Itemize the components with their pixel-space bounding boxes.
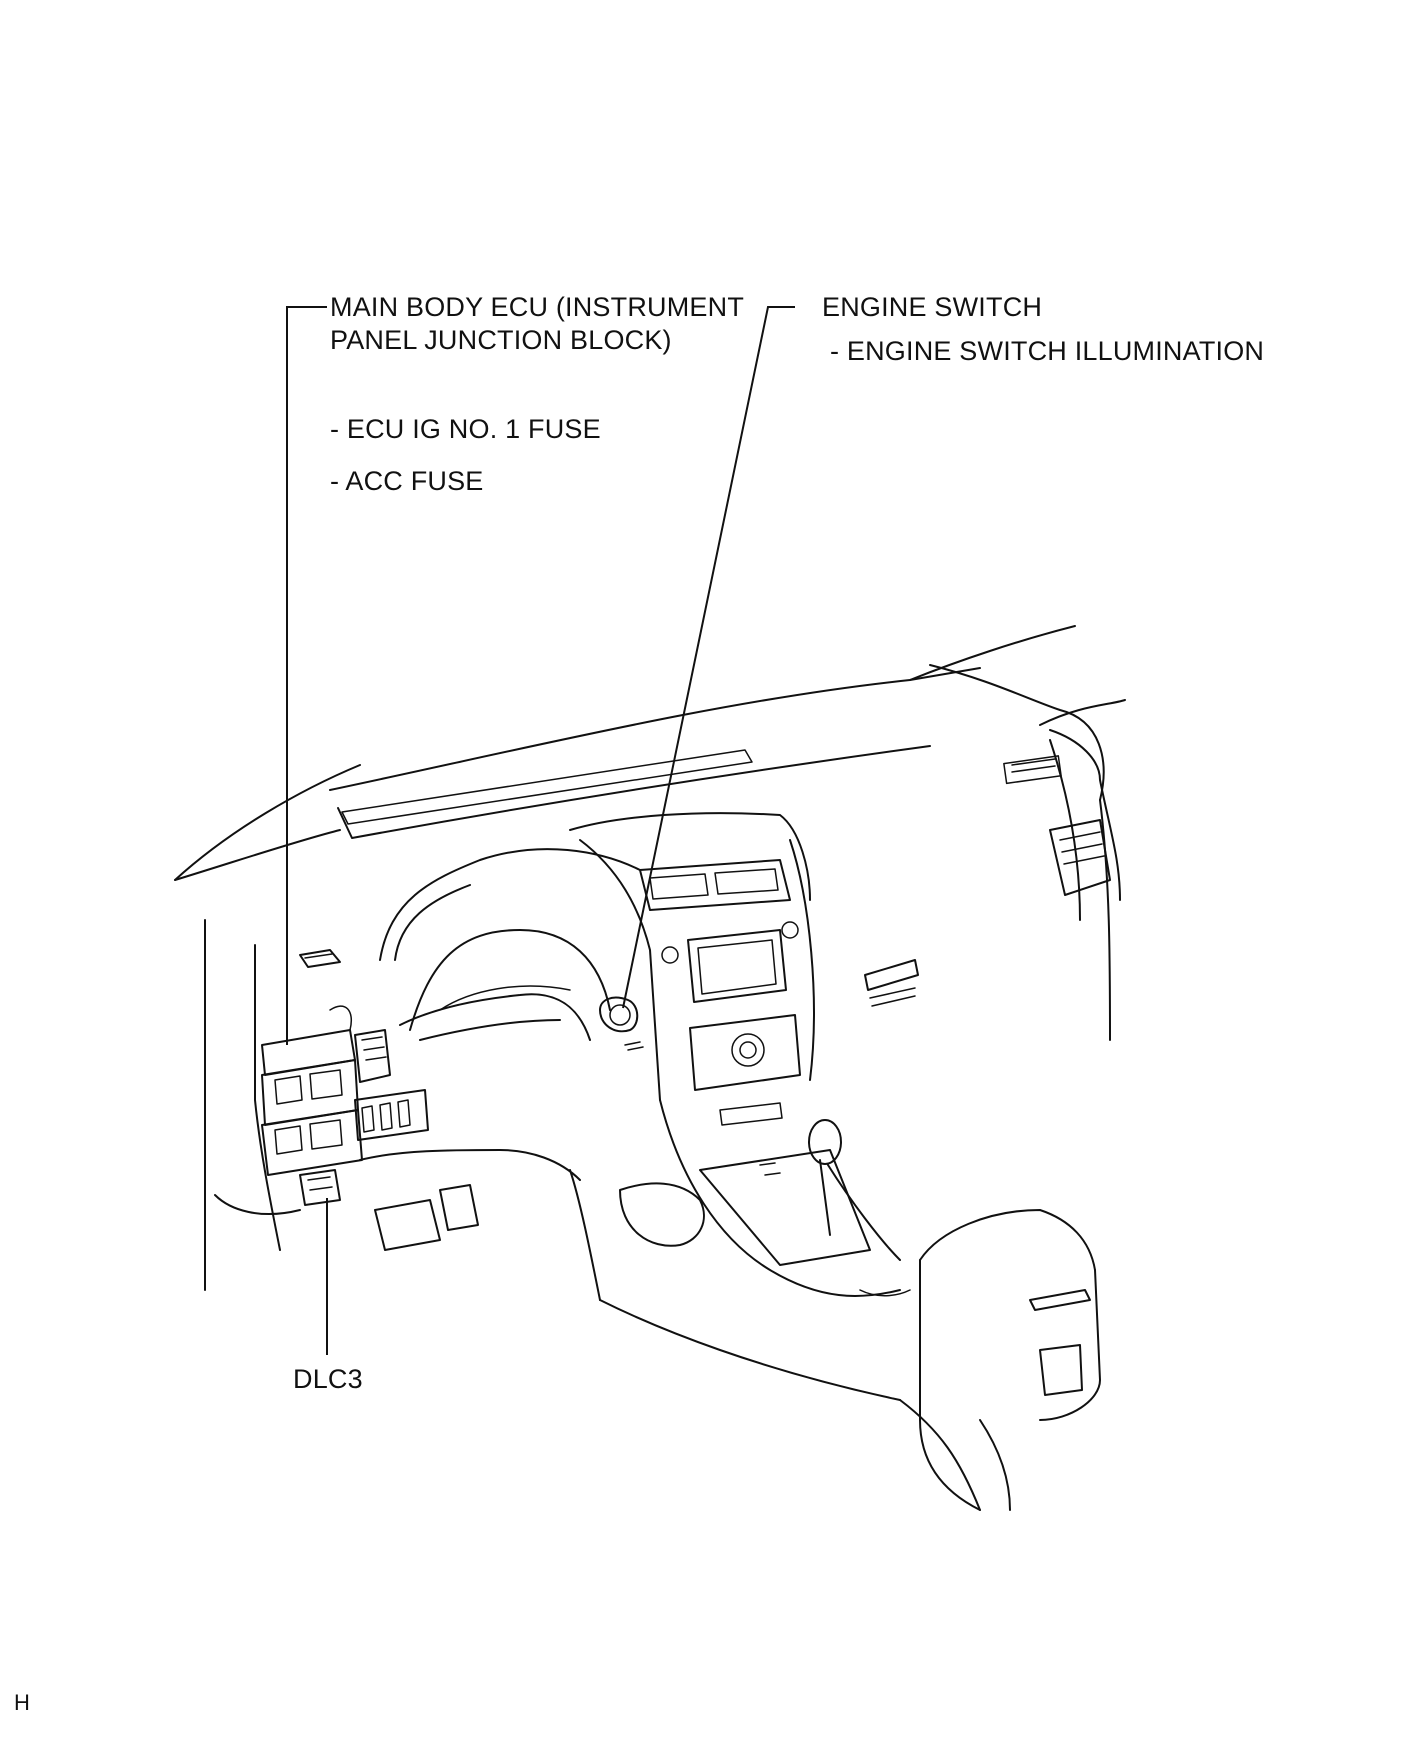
lower-panel: [359, 1149, 705, 1301]
engine-switch-label: ENGINE SWITCH: [822, 292, 1043, 322]
main-body-ecu-label-line2: PANEL JUNCTION BLOCK): [330, 325, 672, 355]
engine-switch-leader: [622, 306, 795, 1009]
dlc3-label: DLC3: [293, 1364, 363, 1394]
main-body-ecu-leader: [286, 306, 327, 1045]
junction-block: [204, 919, 429, 1291]
console-shifter: [599, 1099, 1101, 1511]
engine-switch-body: [599, 996, 644, 1051]
dashboard-outline: [174, 625, 1126, 1041]
passenger-vents: [864, 755, 1111, 1007]
engine-switch-illumination-label: - ENGINE SWITCH ILLUMINATION: [830, 336, 1265, 366]
footer-code: H: [14, 1690, 31, 1715]
main-body-ecu-label-line1: MAIN BODY ECU (INSTRUMENT: [330, 292, 745, 322]
acc-fuse-label: - ACC FUSE: [330, 466, 484, 496]
meter-hood: [379, 848, 641, 1041]
leader-lines: [286, 306, 795, 1355]
ecu-ig-no1-fuse-label: - ECU IG NO. 1 FUSE: [330, 414, 601, 444]
center-stack: [569, 812, 815, 1126]
